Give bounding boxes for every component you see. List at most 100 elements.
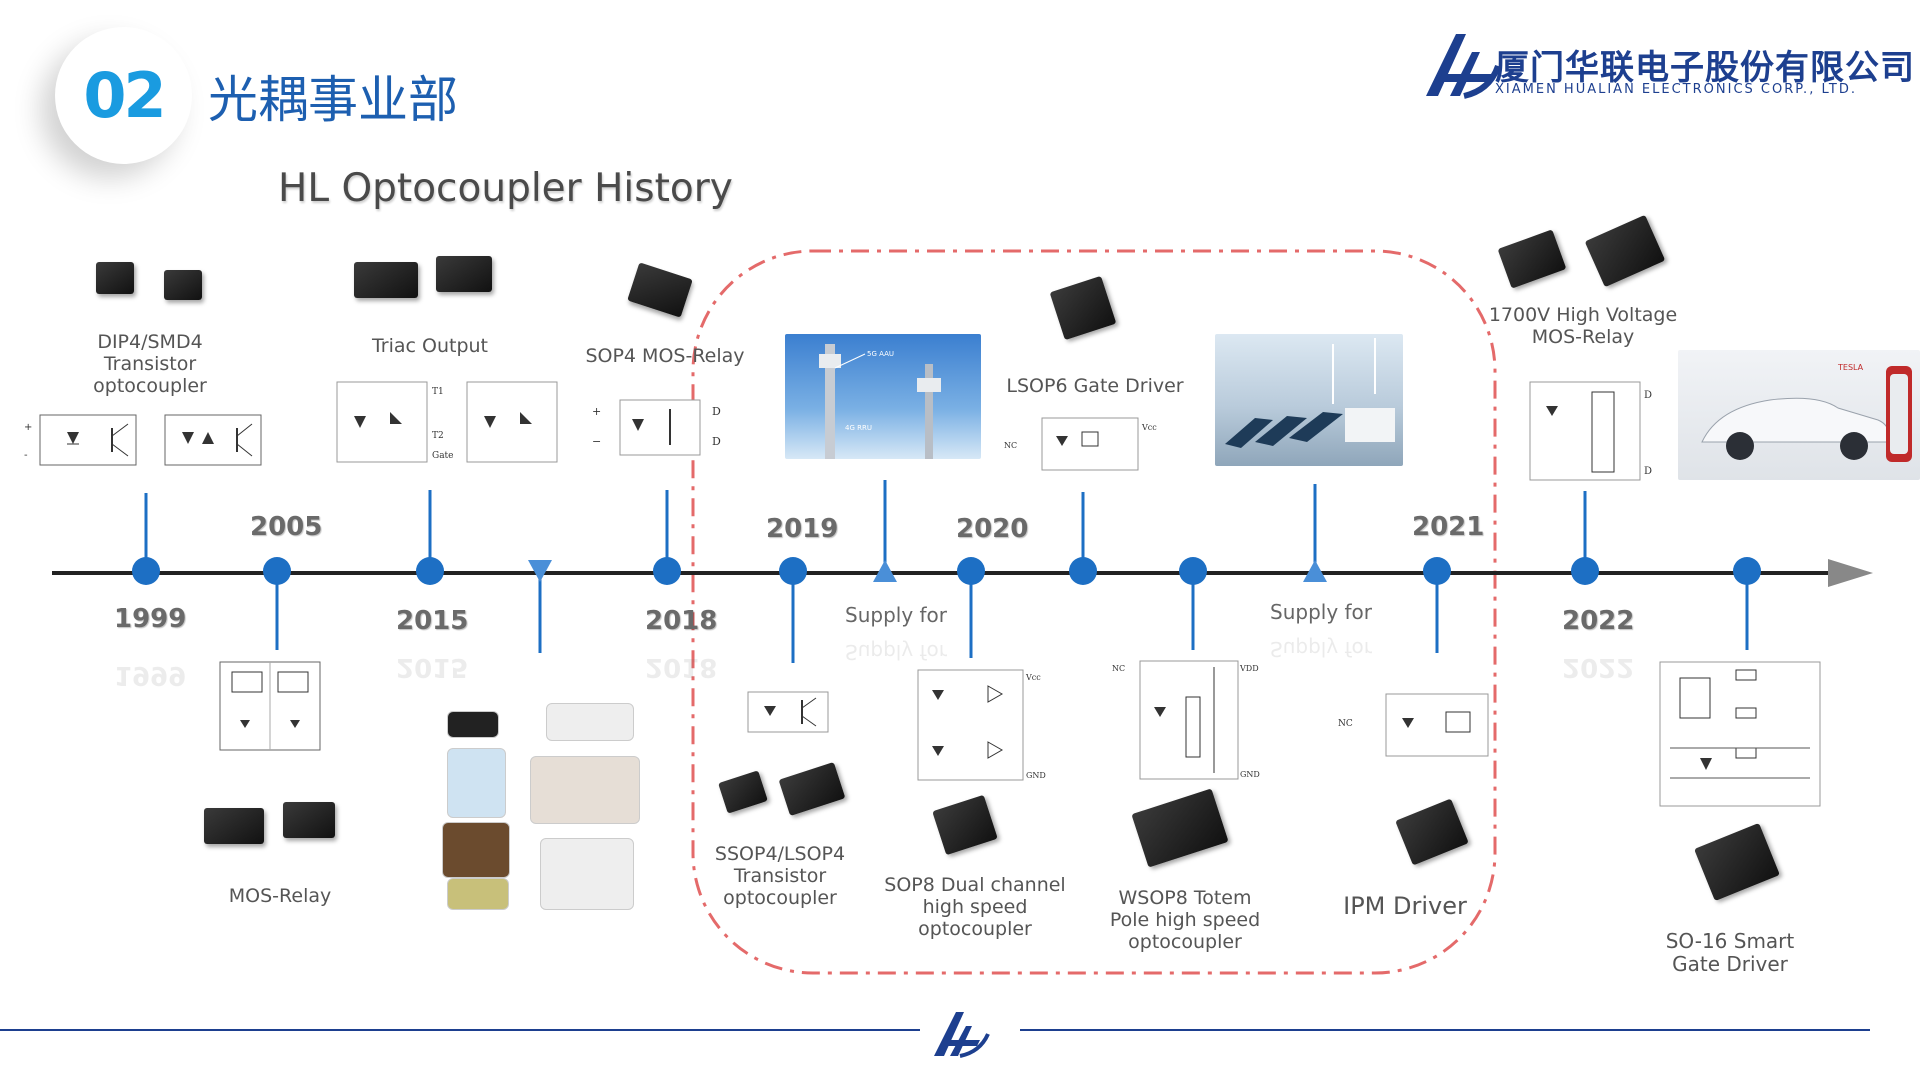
year-2020: 2020 [956, 514, 1029, 544]
label-sop8-dual: SOP8 Dual channel high speed optocoupler [884, 874, 1066, 940]
supply-for-reflection-1: Supply for [845, 640, 948, 664]
marker-up-triangle-2 [1303, 560, 1327, 582]
node-2022 [1571, 557, 1599, 585]
5g-tower-photo: 5G AAU 4G RRU [785, 334, 981, 459]
photo-label-4g: 4G RRU [845, 424, 872, 432]
svg-text:D: D [712, 405, 721, 418]
svg-text:NC: NC [1338, 719, 1353, 729]
node-2020c [1179, 557, 1207, 585]
supply-for-reflection-2: Supply for [1270, 637, 1373, 661]
svg-text:Gate: Gate [432, 451, 454, 461]
svg-text:−: − [592, 435, 601, 448]
node-2005 [263, 557, 291, 585]
marker-up-triangle-1 [873, 560, 897, 582]
svg-text:GND: GND [1240, 770, 1260, 779]
triac-chip-2 [436, 256, 492, 292]
label-triac: Triac Output [371, 335, 489, 357]
year-2021: 2021 [1412, 512, 1485, 542]
timeline-arrow-head [1828, 559, 1873, 587]
year-2005: 2005 [250, 512, 323, 542]
massage-chair-image [530, 756, 640, 824]
smart-toilet-image [540, 838, 634, 910]
year-2022-reflection: 2022 [1562, 652, 1635, 682]
svg-text:T2: T2 [432, 431, 444, 441]
wsop8-schematic: VDD GND NC [1112, 660, 1260, 780]
svg-text:Vcc: Vcc [1141, 423, 1157, 432]
ipm-schematic: NC [1338, 693, 1489, 757]
label-mos-relay: MOS-Relay [228, 885, 332, 907]
label-sop4-mos: SOP4 MOS-Relay [585, 345, 745, 367]
year-2019: 2019 [766, 514, 839, 544]
node-2022b [1733, 557, 1761, 585]
label-ssop4: SSOP4/LSOP4 Transistor optocoupler [714, 843, 846, 909]
air-conditioner-image [546, 703, 634, 741]
svg-text:Vcc: Vcc [1025, 673, 1041, 682]
highlight-region [691, 249, 1497, 975]
section-title: 光耦事业部 [208, 71, 458, 129]
node-2020a [957, 557, 985, 585]
label-hv-relay: 1700V High Voltage MOS-Relay [1488, 304, 1678, 348]
tesla-sign-text: TESLA [1837, 363, 1864, 372]
svg-text:+: + [24, 422, 32, 433]
mos-relay-chip-1 [204, 808, 264, 844]
year-2015: 2015 [396, 606, 469, 636]
company-name-cn: 厦门华联电子股份有限公司 [1495, 48, 1915, 88]
svg-text:NC: NC [1004, 441, 1017, 450]
section-number-badge: 02 [55, 27, 192, 164]
svg-text:+: + [592, 405, 601, 418]
solar-wind-photo [1215, 334, 1403, 466]
footer-logo-icon [934, 1012, 990, 1058]
circuit-board-image [447, 878, 509, 910]
svg-text:NC: NC [1112, 664, 1125, 673]
company-name-en: XIAMEN HUALIAN ELECTRONICS CORP., LTD. [1495, 82, 1857, 97]
svg-text:D: D [1644, 390, 1652, 401]
marker-down-triangle [528, 560, 552, 582]
supply-for-label-1: Supply for [845, 603, 948, 627]
sop4-schematic: + − D D [592, 399, 721, 456]
sop8-dual-schematic: Vcc GND [917, 669, 1046, 781]
tesla-charging-photo: TESLA [1678, 350, 1920, 480]
year-2015-reflection: 2015 [396, 652, 469, 682]
year-2022: 2022 [1562, 606, 1635, 636]
node-2015 [416, 557, 444, 585]
dip4-schematic: + - [24, 414, 262, 466]
mahjong-table-image [442, 822, 510, 878]
triac-chip-1 [354, 262, 418, 298]
year-1999-reflection: 1999 [114, 660, 187, 690]
node-2018 [653, 557, 681, 585]
smd4-chip-image [164, 270, 202, 300]
label-lsop6: LSOP6 Gate Driver [1006, 375, 1184, 397]
hv-relay-schematic: D D [1529, 381, 1652, 481]
supply-for-label-2: Supply for [1270, 600, 1373, 624]
ssop4-schematic [747, 691, 829, 733]
label-wsop8: WSOP8 Totem Pole high speed optocoupler [1109, 887, 1261, 953]
svg-text:VDD: VDD [1239, 664, 1259, 673]
node-2021 [1423, 557, 1451, 585]
mos-relay-chip-2 [283, 802, 335, 838]
washing-machine-image [447, 748, 506, 818]
label-so16: SO-16 Smart Gate Driver [1665, 929, 1795, 976]
node-2020b [1069, 557, 1097, 585]
svg-text:D: D [712, 435, 721, 448]
dip4-chip-image [96, 262, 134, 294]
company-logo-icon [1426, 34, 1500, 99]
svg-text:GND: GND [1026, 771, 1046, 780]
svg-text:T1: T1 [432, 387, 444, 397]
photo-label-5g: 5G AAU [867, 350, 894, 358]
mos-relay-schematic [219, 661, 321, 751]
footer-divider [0, 1012, 1870, 1058]
history-title: HL Optocoupler History [278, 166, 733, 211]
label-ipm: IPM Driver [1343, 892, 1467, 920]
triac-schematic: T1 T2 Gate [336, 381, 558, 463]
so16-schematic [1659, 661, 1821, 807]
year-2018: 2018 [645, 606, 718, 636]
year-2018-reflection: 2018 [645, 652, 718, 682]
lsop6-schematic: Vcc NC [1004, 417, 1157, 471]
label-dip4: DIP4/SMD4 Transistor optocoupler [93, 331, 207, 397]
svg-text:-: - [24, 450, 28, 461]
svg-text:D: D [1644, 466, 1652, 477]
node-2019 [779, 557, 807, 585]
year-1999: 1999 [114, 604, 187, 634]
settop-box-image [447, 711, 499, 738]
